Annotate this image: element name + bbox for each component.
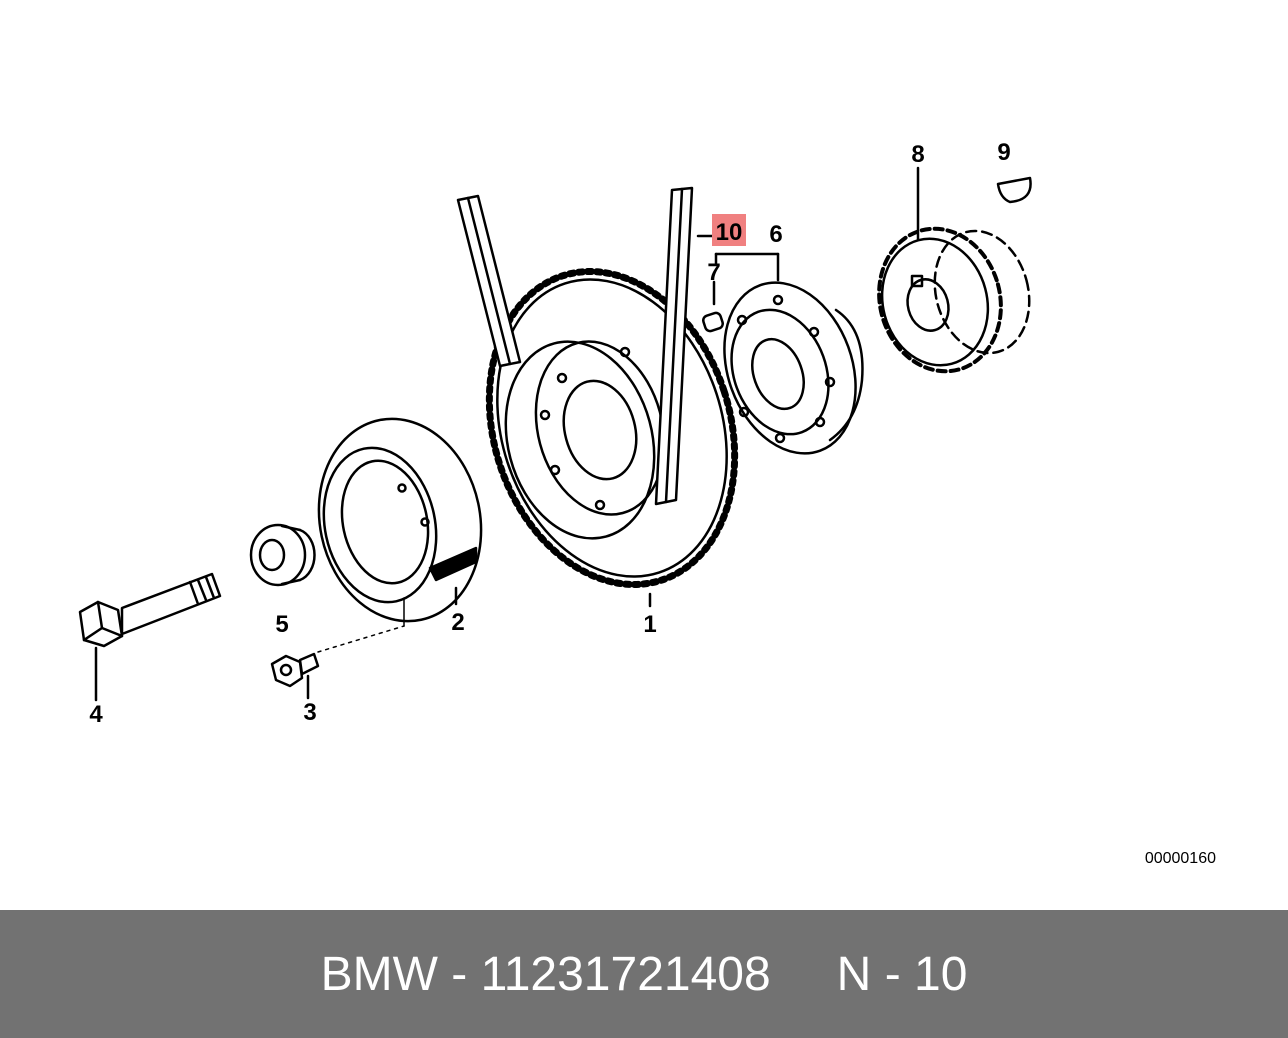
part-2-belt-pulley <box>317 417 483 623</box>
callout-6: 6 <box>769 221 782 248</box>
part-6-hub <box>714 252 864 455</box>
callout-7: 7 <box>707 259 720 286</box>
part-7-dowel-pin <box>702 280 724 333</box>
callout-10: 10 <box>716 219 743 246</box>
callout-2: 2 <box>451 609 464 636</box>
callout-10-highlight <box>712 214 746 246</box>
brand-separator: - <box>451 947 468 1001</box>
part-info-banner: BMW - 11231721408 N - 10 <box>0 910 1288 1038</box>
part-number: 11231721408 <box>480 947 771 1001</box>
callout-9: 9 <box>997 139 1010 166</box>
reference-number: 00000160 <box>1145 850 1216 867</box>
part-10-v-belt <box>456 186 714 506</box>
exploded-view-drawing: 1 2 3 4 5 6 7 8 9 10 00000160 <box>78 139 1216 867</box>
callout-4: 4 <box>89 701 103 728</box>
position-number: 10 <box>914 947 968 1001</box>
part-5-spacer <box>249 523 316 587</box>
callout-3: 3 <box>303 699 316 726</box>
part-3-small-bolt <box>270 597 405 700</box>
callout-1: 1 <box>643 611 656 638</box>
callout-5: 5 <box>275 611 288 638</box>
position-prefix: N <box>836 947 872 1001</box>
part-4-bolt <box>78 572 222 702</box>
parts-diagram: 1 2 3 4 5 6 7 8 9 10 00000160 <box>78 139 1216 867</box>
brand-name: BMW <box>320 947 438 1001</box>
position-separator: - <box>884 947 901 1001</box>
part-8-sprocket <box>877 166 1031 374</box>
callout-8: 8 <box>911 141 924 168</box>
part-9-woodruff-key <box>996 176 1032 204</box>
